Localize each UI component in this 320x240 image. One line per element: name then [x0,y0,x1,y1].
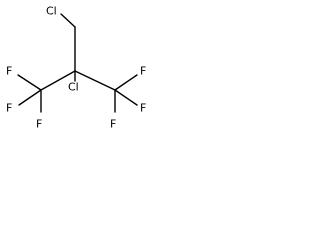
atom-f-left-lower: F [6,102,12,115]
atom-f-right-bottom: F [110,118,116,131]
atom-f-left-bottom: F [36,118,42,131]
bond-cright-f-lower [114,89,138,106]
bond-cleft-f-upper [17,74,42,91]
bond-cleft-f-lower [18,89,42,106]
bond-cright-f-upper [114,74,138,91]
bond-c-cf3-right [74,70,116,91]
atom-f-left-upper: F [6,65,12,78]
bond-c-cf3-left [40,70,76,91]
bond-cl-ch2 [60,13,76,28]
atom-cl-top: Cl [46,5,57,18]
atom-f-right-upper: F [140,65,146,78]
chemical-structure-diagram: Cl Cl F F F F F F [6,5,146,131]
atom-f-right-lower: F [140,102,146,115]
atom-cl-center: Cl [68,81,79,94]
